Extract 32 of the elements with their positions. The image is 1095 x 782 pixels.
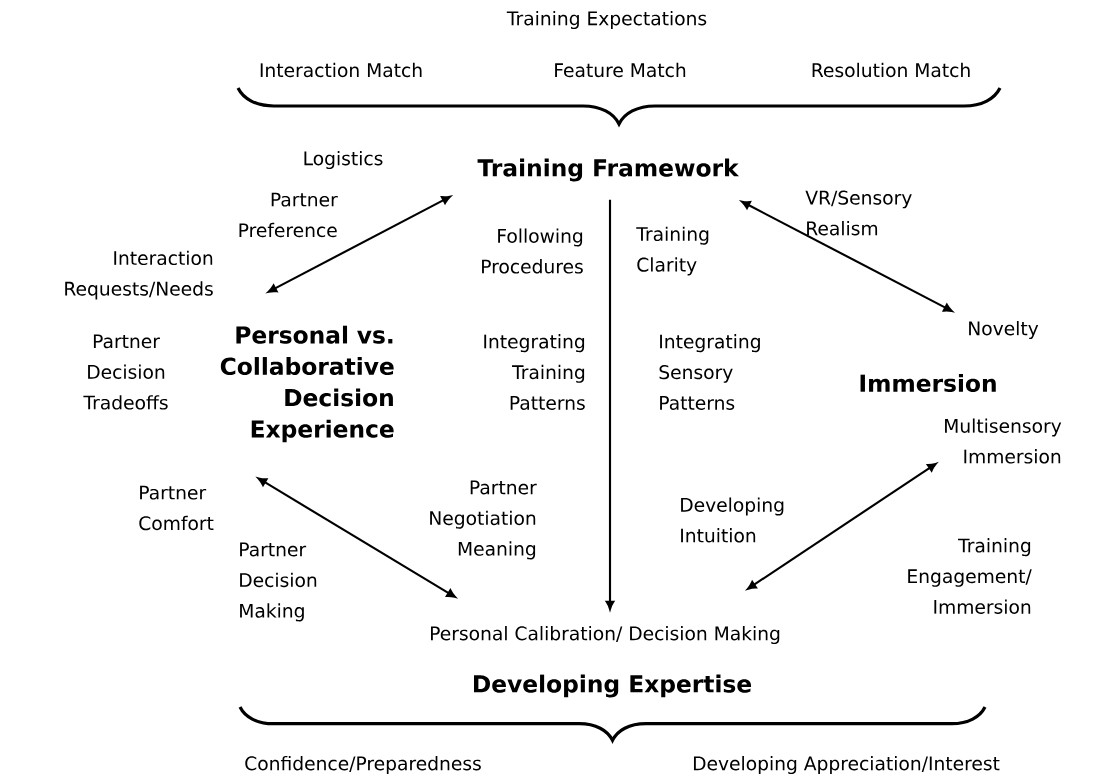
theme-heading: Training Framework — [477, 158, 739, 182]
text-label: Partner Comfort — [139, 485, 214, 531]
text-label: Confidence/Preparedness — [245, 756, 481, 775]
text-label: Novelty — [969, 321, 1039, 340]
arrow — [741, 200, 953, 313]
heading: Developing Expertise — [474, 674, 752, 698]
text-label: Multisensory Immersion — [945, 418, 1062, 464]
text-label: Partner Preference — [239, 192, 338, 238]
text-label: Developing Appreciation/Interest — [694, 756, 1000, 775]
arrow — [747, 462, 937, 590]
text-label: Interaction Requests/Needs — [65, 250, 213, 300]
text-label: Training Engagement/ Immersion — [908, 538, 1032, 614]
theme-heading: Immersion — [860, 373, 996, 393]
text-label: VR/Sensory Realism — [805, 190, 912, 236]
text-label: Developing Intuition — [681, 497, 784, 543]
text-label: Personal Calibration/ Decision Making — [431, 626, 780, 645]
text-label: Interaction Match — [260, 62, 422, 78]
text-label: Integrating Sensory Patterns — [659, 334, 760, 410]
text-label: Resolution Match — [812, 62, 970, 78]
text-label: Partner Decision Tradeoffs — [83, 334, 168, 410]
arrow — [267, 195, 451, 293]
text-label: Feature Match — [555, 62, 686, 78]
text-label: Partner Decision Making — [240, 542, 317, 622]
text-label: Logistics — [304, 150, 383, 170]
text-label: Partner Negotiation Meaning — [430, 480, 537, 560]
theme-heading: Personal vs. Collaborative Decision Experience — [220, 325, 394, 443]
arrow — [257, 477, 456, 598]
text-label: Training Expectations — [506, 10, 707, 30]
text-label: Following Procedures — [482, 228, 583, 274]
text-label: Training Clarity — [636, 226, 709, 276]
text-label: Integrating Training Patterns — [484, 334, 585, 410]
arrow — [605, 199, 615, 611]
